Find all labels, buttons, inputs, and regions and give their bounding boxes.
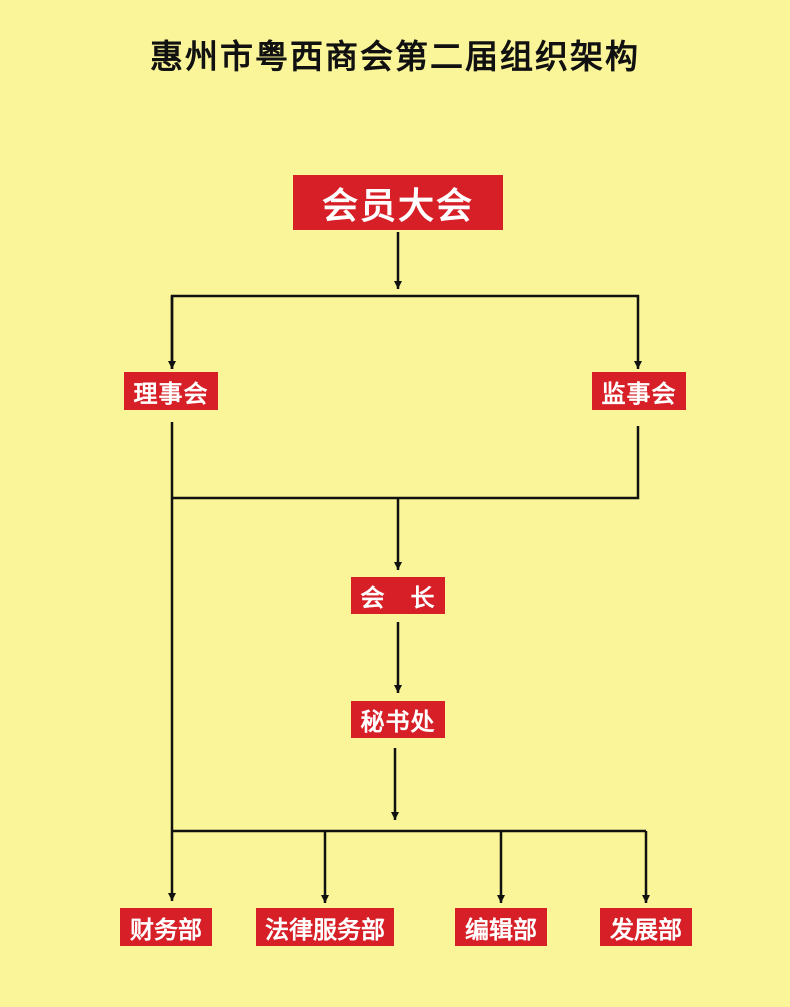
node-development-dept: 发展部 [600,908,692,946]
node-editorial-dept: 编辑部 [455,908,547,946]
node-council: 理事会 [124,372,218,410]
page-title: 惠州市粤西商会第二届组织架构 [150,37,640,76]
node-general-assembly: 会员大会 [293,175,503,230]
node-finance-dept: 财务部 [120,908,212,946]
node-legal-dept: 法律服务部 [256,908,394,946]
node-president: 会 长 [351,577,445,614]
line-supervisory-merge [172,426,640,500]
node-supervisory-board: 监事会 [592,372,686,410]
line-top-branch [170,294,642,369]
node-secretariat: 秘书处 [351,701,445,738]
